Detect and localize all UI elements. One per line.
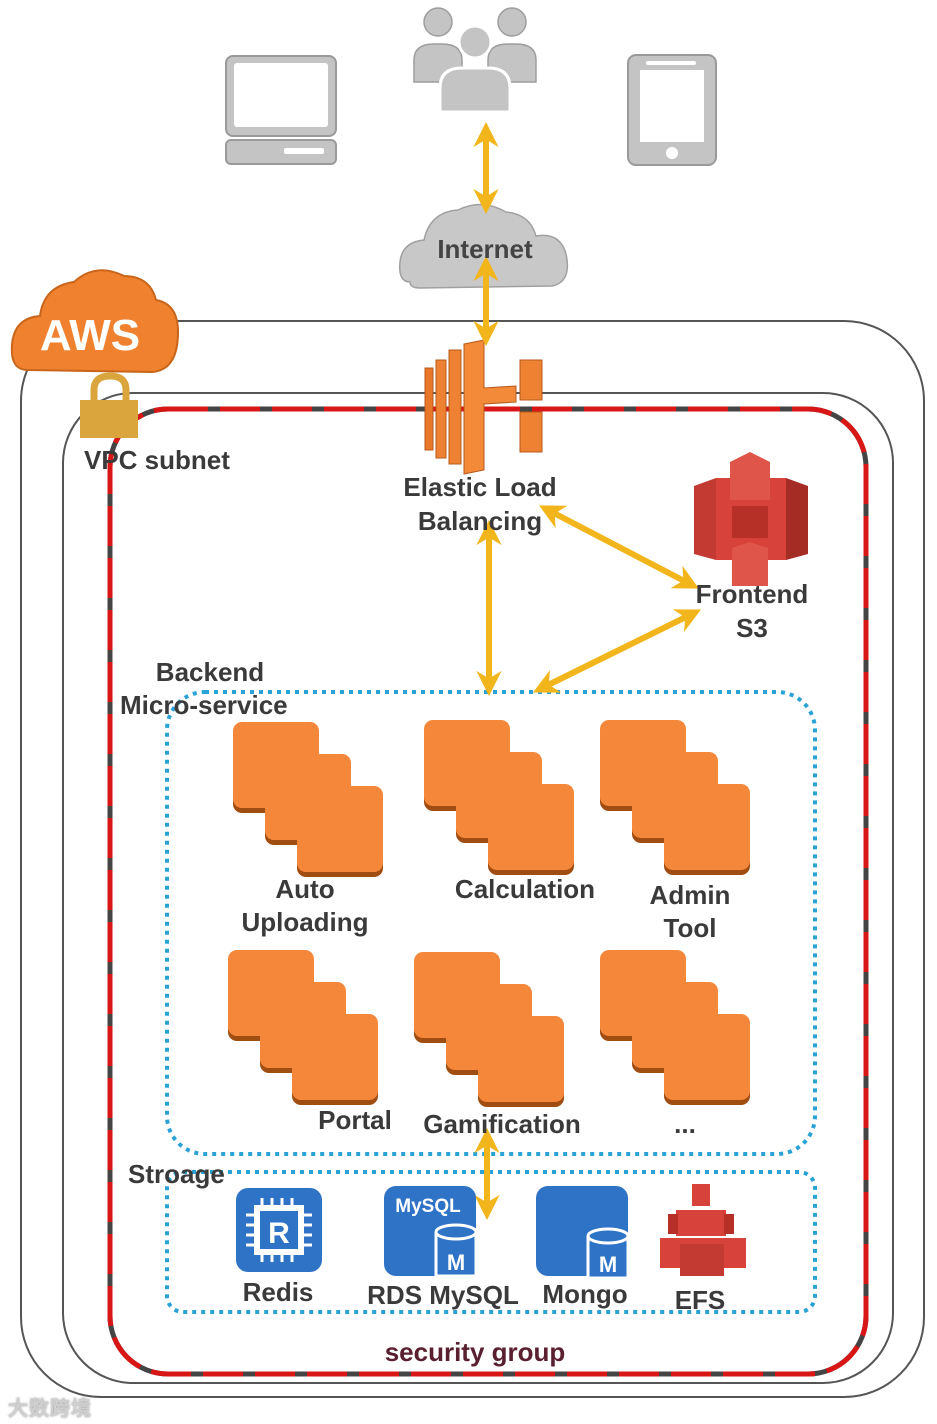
elb-label-line2: Balancing [417, 506, 543, 536]
svg-text:R: R [268, 1217, 290, 1250]
ec2-instances-gamification-icon [414, 952, 564, 1102]
service-label-tool: Tool [663, 913, 717, 943]
elastic-load-balancing-icon [424, 339, 543, 475]
arrows [473, 121, 702, 1221]
svg-text:M: M [447, 1250, 465, 1275]
watermark: 大数跨境 [8, 1398, 92, 1420]
desktop-computer-icon [225, 55, 337, 165]
ec2-instances-auto-uploading-icon [233, 722, 383, 872]
security-group-boundary [107, 406, 869, 1377]
service-label-gamification: Gamification [423, 1109, 581, 1139]
security-group-label: security group [384, 1337, 566, 1367]
s3-bucket-icon [694, 452, 808, 586]
mysql-badge-text: MySQL [395, 1196, 461, 1217]
storage-label: Stroage [128, 1159, 225, 1189]
service-label-calculation: Calculation [454, 874, 596, 904]
ec2-instances-portal-icon [228, 950, 378, 1100]
storage-label-redis: Redis [242, 1277, 314, 1307]
backend-label-line2: Micro-service [120, 690, 288, 720]
ec2-instances-calculation-icon [424, 720, 574, 870]
service-label-admin: Admin [649, 880, 731, 910]
s3-label-line2: S3 [736, 613, 768, 643]
ec2-instances-admin-tool-icon [600, 720, 750, 870]
storage-label-rds-mysql: RDS MySQL [367, 1280, 519, 1310]
service-label-uploading: Uploading [241, 907, 369, 937]
rds-mysql-icon: MySQL M [384, 1186, 478, 1278]
backend-label-line1: Backend [155, 657, 265, 687]
lock-icon [80, 372, 138, 438]
service-label-auto: Auto [275, 874, 335, 904]
elb-label-line1: Elastic Load [403, 472, 557, 502]
aws-label: AWS [39, 311, 141, 360]
s3-label-line1: Frontend [695, 579, 809, 609]
cloud-icon [398, 203, 569, 289]
svg-text:M: M [599, 1252, 617, 1277]
arrow-elb-s3 [539, 505, 699, 589]
ec2-instances-more-icon [600, 950, 750, 1100]
service-label-more: ... [674, 1109, 696, 1139]
storage-label-mongo: Mongo [542, 1279, 628, 1309]
backend-microservice-boundary [165, 690, 817, 1156]
users-group-icon [413, 7, 537, 114]
aws-cloud-boundary [20, 320, 925, 1398]
vpc-subnet-label: VPC subnet [84, 445, 230, 475]
mobile-phone-icon [627, 54, 717, 166]
redis-chip-icon: R [236, 1188, 322, 1272]
mongo-db-icon: M [536, 1186, 630, 1280]
service-label-portal: Portal [318, 1105, 392, 1135]
efs-cubes-icon [660, 1184, 746, 1276]
arrow-backend-s3 [532, 609, 702, 693]
storage-label-efs: EFS [674, 1285, 726, 1315]
internet-label: Internet [437, 234, 533, 264]
aws-cloud-icon [10, 269, 180, 374]
